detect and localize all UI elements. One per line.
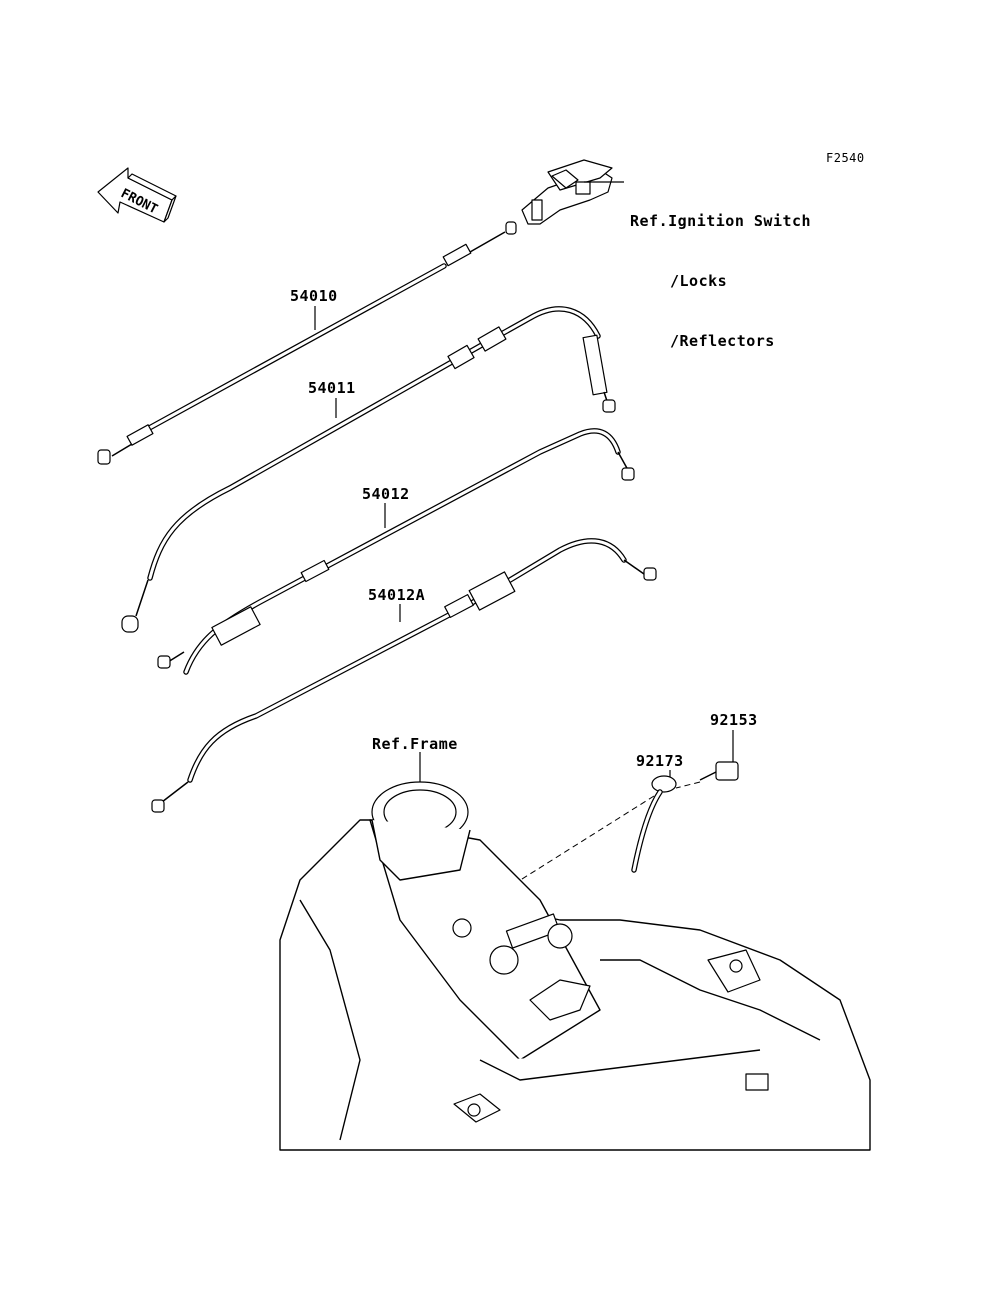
part-number-label: 92173 bbox=[636, 752, 684, 770]
cable-54011 bbox=[121, 306, 616, 633]
bolt-92153 bbox=[699, 730, 739, 781]
part-number-label: 92153 bbox=[710, 711, 758, 729]
ignition-reference-line-1: Ref.Ignition Switch bbox=[630, 212, 812, 230]
ignition-bracket bbox=[521, 159, 624, 225]
front-arrow-icon bbox=[97, 167, 177, 223]
ignition-reference-line-3: /Reflectors bbox=[670, 332, 775, 350]
frame-assembly bbox=[279, 752, 871, 1151]
frame-reference: Ref.Frame bbox=[372, 735, 458, 753]
part-number-label: 54012 bbox=[362, 485, 410, 503]
part-number-label: 54011 bbox=[308, 379, 356, 397]
cable-54010 bbox=[97, 221, 517, 465]
part-number-label: 54010 bbox=[290, 287, 338, 305]
part-number-label: 54012A bbox=[368, 586, 426, 604]
cable-54012 bbox=[157, 428, 635, 675]
ignition-reference-line-2: /Locks bbox=[670, 272, 728, 290]
figure-code: F2540 bbox=[826, 151, 865, 165]
ignition-switch-reference: Ref.Ignition Switch /Locks /Reflectors bbox=[630, 171, 811, 391]
cable-54012a bbox=[151, 538, 657, 813]
